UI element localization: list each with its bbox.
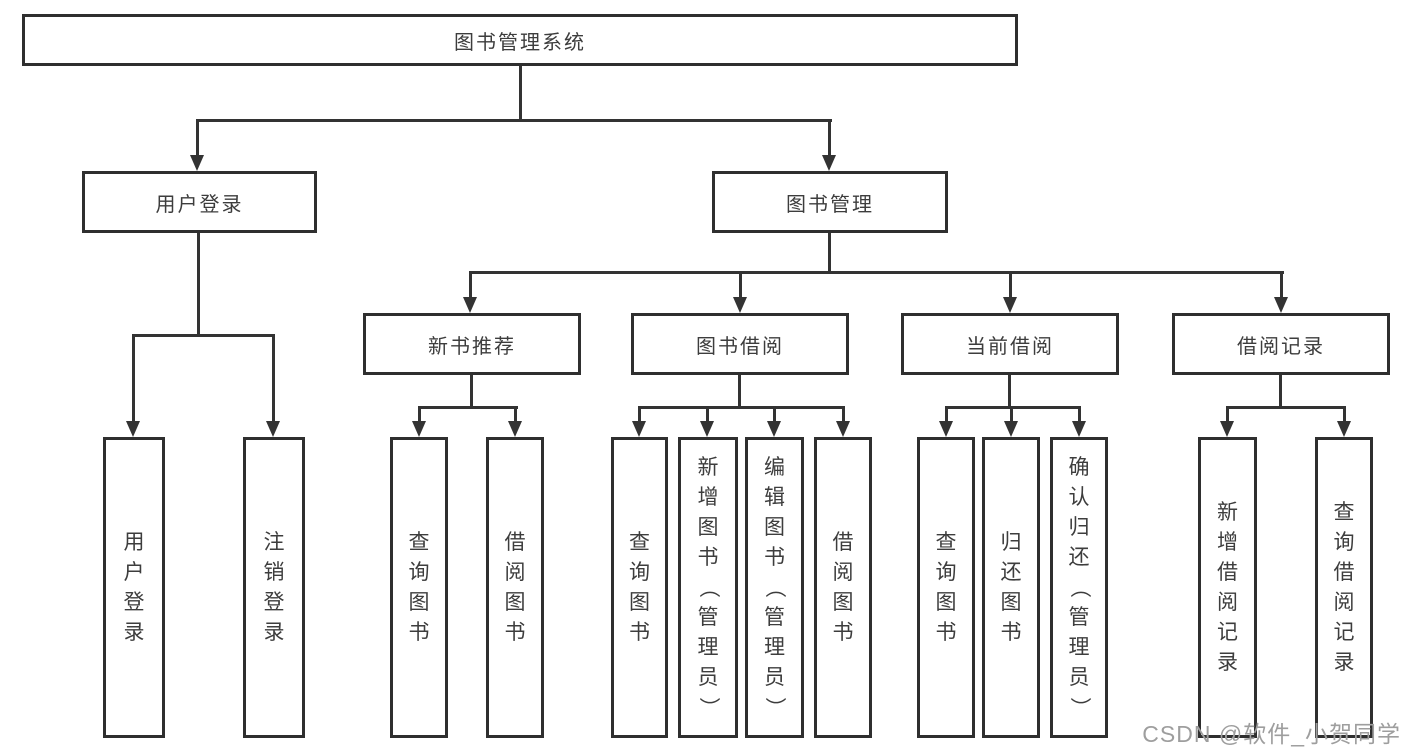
node-box-book-management: 图书管理 bbox=[712, 171, 948, 233]
arrow-down-icon bbox=[700, 421, 714, 437]
connector-line bbox=[132, 334, 135, 423]
connector-line bbox=[196, 119, 832, 122]
leaf-box-return-books: 归还图书 bbox=[982, 437, 1040, 738]
connector-line bbox=[1078, 406, 1081, 423]
node-label: 新增图书（管理员） bbox=[696, 456, 720, 718]
arrow-down-icon bbox=[1337, 421, 1351, 437]
node-box-book-borrow: 图书借阅 bbox=[631, 313, 849, 375]
connector-line bbox=[738, 375, 741, 409]
connector-line bbox=[945, 406, 1081, 409]
node-box-root: 图书管理系统 bbox=[22, 14, 1018, 66]
node-label: 查询借阅记录 bbox=[1333, 501, 1355, 674]
node-label: 查询图书 bbox=[408, 531, 430, 644]
connector-line bbox=[1010, 406, 1013, 423]
csdn-watermark: CSDN @软件_小贺同学 bbox=[1142, 721, 1401, 747]
arrow-down-icon bbox=[632, 421, 646, 437]
arrow-down-icon bbox=[1004, 421, 1018, 437]
leaf-box-query-books: 查询图书 bbox=[390, 437, 448, 738]
arrow-down-icon bbox=[1274, 297, 1288, 313]
arrow-down-icon bbox=[822, 155, 836, 171]
node-label: 查询图书 bbox=[629, 531, 650, 644]
connector-line bbox=[1280, 271, 1283, 299]
connector-line bbox=[1009, 271, 1012, 299]
node-label: 新增借阅记录 bbox=[1217, 501, 1238, 674]
arrow-down-icon bbox=[1220, 421, 1234, 437]
node-box-current-borrow: 当前借阅 bbox=[901, 313, 1119, 375]
arrow-down-icon bbox=[1003, 297, 1017, 313]
node-label: 图书管理系统 bbox=[454, 31, 586, 54]
connector-line bbox=[132, 334, 275, 337]
connector-line bbox=[418, 406, 421, 423]
node-label: 用户登录 bbox=[123, 531, 145, 644]
connector-line bbox=[828, 119, 831, 157]
node-box-user-login: 用户登录 bbox=[82, 171, 317, 233]
leaf-box-logout: 注销登录 bbox=[243, 437, 305, 738]
node-label: 编辑图书（管理员） bbox=[763, 456, 786, 718]
connector-line bbox=[1226, 406, 1229, 423]
arrow-down-icon bbox=[836, 421, 850, 437]
node-label: 当前借阅 bbox=[966, 335, 1054, 358]
connector-line bbox=[842, 406, 845, 423]
node-label: 借阅记录 bbox=[1237, 335, 1325, 358]
node-label: 注销登录 bbox=[263, 531, 285, 644]
node-label: 借阅图书 bbox=[504, 531, 526, 644]
connector-line bbox=[514, 406, 517, 423]
connector-line bbox=[945, 406, 948, 423]
arrow-down-icon bbox=[463, 297, 477, 313]
node-label: 新书推荐 bbox=[428, 335, 516, 358]
leaf-box-add-books-admin: 新增图书（管理员） bbox=[678, 437, 738, 738]
connector-line bbox=[638, 406, 641, 423]
arrow-down-icon bbox=[412, 421, 426, 437]
leaf-box-add-borrow-record: 新增借阅记录 bbox=[1198, 437, 1257, 738]
leaf-box-query-books: 查询图书 bbox=[917, 437, 975, 738]
leaf-box-user-login: 用户登录 bbox=[103, 437, 165, 738]
arrow-down-icon bbox=[126, 421, 140, 437]
connector-line bbox=[828, 233, 831, 274]
connector-line bbox=[1226, 406, 1345, 409]
connector-line bbox=[272, 334, 275, 423]
arrow-down-icon bbox=[266, 421, 280, 437]
leaf-box-borrow-books: 借阅图书 bbox=[814, 437, 872, 738]
arrow-down-icon bbox=[190, 155, 204, 171]
connector-line bbox=[469, 271, 472, 299]
node-box-borrow-records: 借阅记录 bbox=[1172, 313, 1390, 375]
leaf-box-confirm-return-admin: 确认归还（管理员） bbox=[1050, 437, 1108, 738]
connector-line bbox=[739, 271, 742, 299]
arrow-down-icon bbox=[733, 297, 747, 313]
node-label: 归还图书 bbox=[1000, 531, 1022, 644]
connector-line bbox=[470, 375, 473, 409]
connector-line bbox=[519, 66, 522, 121]
arrow-down-icon bbox=[1072, 421, 1086, 437]
arrow-down-icon bbox=[767, 421, 781, 437]
connector-line bbox=[469, 271, 1284, 274]
connector-line bbox=[773, 406, 776, 423]
connector-line bbox=[1279, 375, 1282, 409]
connector-line bbox=[197, 233, 200, 337]
connector-line bbox=[196, 119, 199, 157]
connector-line bbox=[706, 406, 709, 423]
arrow-down-icon bbox=[508, 421, 522, 437]
leaf-box-query-books: 查询图书 bbox=[611, 437, 668, 738]
connector-line bbox=[418, 406, 518, 409]
node-label: 图书管理 bbox=[786, 193, 874, 216]
node-box-new-book-recommend: 新书推荐 bbox=[363, 313, 581, 375]
leaf-box-borrow-books: 借阅图书 bbox=[486, 437, 544, 738]
node-label: 借阅图书 bbox=[832, 531, 854, 644]
node-label: 用户登录 bbox=[155, 193, 244, 216]
connector-line bbox=[1008, 375, 1011, 409]
arrow-down-icon bbox=[939, 421, 953, 437]
leaf-box-edit-books-admin: 编辑图书（管理员） bbox=[745, 437, 804, 738]
connector-line bbox=[638, 406, 845, 409]
leaf-box-query-borrow-record: 查询借阅记录 bbox=[1315, 437, 1373, 738]
connector-line bbox=[1343, 406, 1346, 423]
node-label: 确认归还（管理员） bbox=[1067, 456, 1091, 718]
node-label: 图书借阅 bbox=[696, 335, 784, 358]
node-label: 查询图书 bbox=[935, 531, 957, 644]
